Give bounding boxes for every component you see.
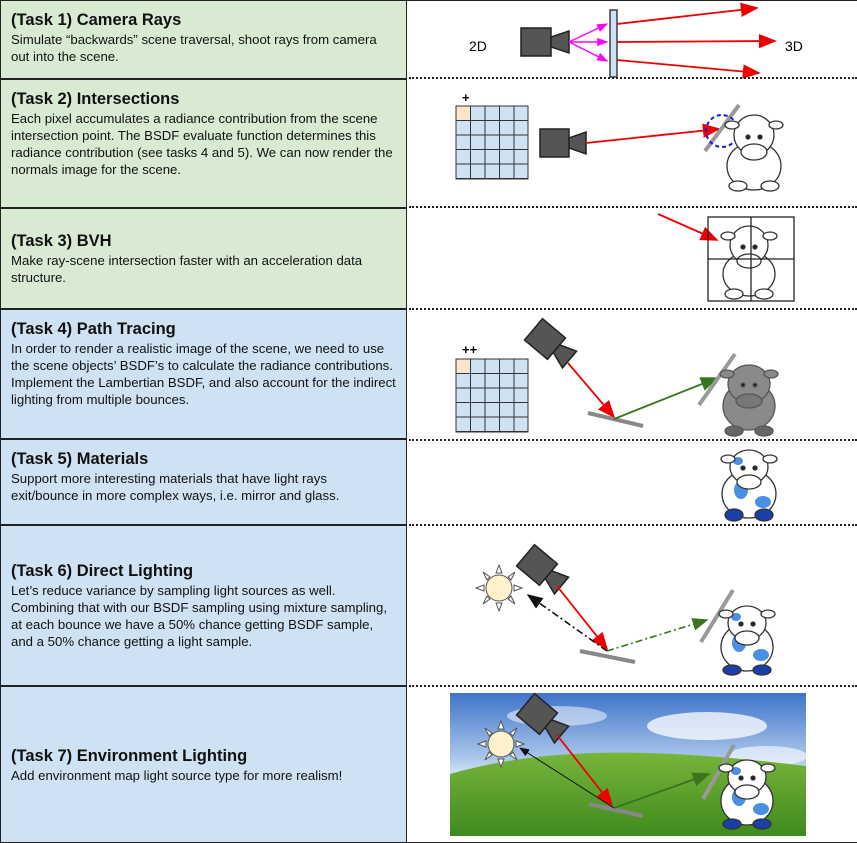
camera-icon: [539, 128, 587, 158]
task-6-figure: [407, 525, 857, 686]
cow-outline-icon: [724, 114, 784, 192]
task-6-body: Let’s reduce variance by sampling light …: [11, 583, 388, 649]
sun-icon: [474, 563, 524, 613]
task-3-row: (Task 3) BVH Make ray-scene intersection…: [0, 208, 857, 309]
bounce-ray: [613, 377, 719, 420]
surface-patch: [697, 352, 737, 407]
task-6-title: (Task 6) Direct Lighting: [11, 562, 194, 580]
camera-icon: [515, 543, 570, 596]
dotted-divider: [409, 524, 857, 526]
task-4-title: (Task 4) Path Tracing: [11, 320, 176, 338]
bounce-ray: [613, 772, 711, 809]
task-5-description: (Task 5) Materials Support more interest…: [0, 439, 407, 525]
pixel-grid: [455, 105, 529, 180]
row-divider: [0, 524, 407, 526]
light-sample-ray: [519, 747, 615, 809]
light-sample-ray: [526, 594, 608, 652]
red-camera-rays: [616, 2, 777, 79]
task-5-body: Support more interesting materials that …: [11, 471, 340, 503]
row-divider: [0, 438, 407, 440]
camera-icon: [520, 27, 570, 57]
task-1-title: (Task 1) Camera Rays: [11, 11, 182, 29]
task-7-figure: [407, 686, 857, 843]
task-4-row: (Task 4) Path Tracing In order to render…: [0, 309, 857, 439]
surface-patch: [701, 744, 736, 800]
dotted-divider: [409, 439, 857, 441]
camera-ray: [556, 585, 609, 651]
task-4-description: (Task 4) Path Tracing In order to render…: [0, 309, 407, 439]
camera-icon: [515, 692, 570, 745]
task-2-figure: +: [407, 79, 857, 208]
dotted-divider: [409, 685, 857, 687]
plus-icon: ++: [462, 342, 478, 357]
floor-surface: [588, 802, 644, 818]
task-1-figure: 2D 3D: [407, 0, 857, 79]
cow-gray-icon: [719, 364, 779, 437]
camera-ray: [657, 213, 719, 241]
cow-spotted-icon: [718, 605, 776, 676]
bsdf-sample-ray: [606, 618, 709, 652]
task-2-row: (Task 2) Intersections Each pixel accumu…: [0, 79, 857, 208]
camera-ray: [567, 362, 616, 419]
camera-ray: [556, 734, 614, 807]
task-2-title: (Task 2) Intersections: [11, 90, 180, 108]
task-5-row: (Task 5) Materials Support more interest…: [0, 439, 857, 525]
task-1-row: (Task 1) Camera Rays Simulate “backwards…: [0, 0, 857, 79]
pixel-grid: [455, 358, 529, 433]
row-divider: [0, 308, 407, 310]
task-4-body: In order to render a realistic image of …: [11, 341, 396, 407]
surface-patch: [699, 588, 735, 644]
row-divider: [0, 78, 407, 80]
task-6-description: (Task 6) Direct Lighting Let’s reduce va…: [0, 525, 407, 686]
task-5-figure: [407, 439, 857, 525]
cow-spotted-icon: [718, 759, 776, 830]
task-7-row: (Task 7) Environment Lighting Add enviro…: [0, 686, 857, 843]
plus-icon: +: [462, 90, 470, 105]
floor-surface: [587, 411, 644, 428]
image-plane: [609, 9, 618, 78]
floor-surface: [579, 649, 636, 664]
task-3-figure: [407, 208, 857, 309]
task-1-description: (Task 1) Camera Rays Simulate “backwards…: [0, 0, 407, 79]
row-divider: [0, 685, 407, 687]
task-6-row: (Task 6) Direct Lighting Let’s reduce va…: [0, 525, 857, 686]
task-7-description: (Task 7) Environment Lighting Add enviro…: [0, 686, 407, 843]
task-2-description: (Task 2) Intersections Each pixel accumu…: [0, 79, 407, 208]
task-1-body: Simulate “backwards” scene traversal, sh…: [11, 32, 377, 64]
task-1-2d-label: 2D: [469, 38, 487, 54]
magenta-rays: [568, 23, 609, 62]
sun-icon: [476, 719, 526, 769]
task-2-body: Each pixel accumulates a radiance contri…: [11, 111, 393, 177]
cow-spotted-icon: [720, 449, 778, 522]
task-5-title: (Task 5) Materials: [11, 450, 149, 468]
task-7-body: Add environment map light source type fo…: [11, 767, 343, 783]
camera-ray: [585, 123, 721, 144]
cow-outline-icon: [720, 225, 778, 300]
camera-icon: [523, 317, 578, 370]
task-3-description: (Task 3) BVH Make ray-scene intersection…: [0, 208, 407, 309]
dotted-divider: [409, 308, 857, 310]
dotted-divider: [409, 77, 857, 79]
row-divider: [0, 207, 407, 209]
task-4-figure: ++: [407, 309, 857, 439]
task-7-title: (Task 7) Environment Lighting: [11, 746, 248, 765]
bvh-bounding-boxes: [707, 216, 795, 302]
task-1-3d-label: 3D: [785, 38, 803, 54]
task-3-title: (Task 3) BVH: [11, 232, 112, 250]
dotted-divider: [409, 206, 857, 208]
task-3-body: Make ray-scene intersection faster with …: [11, 253, 363, 285]
